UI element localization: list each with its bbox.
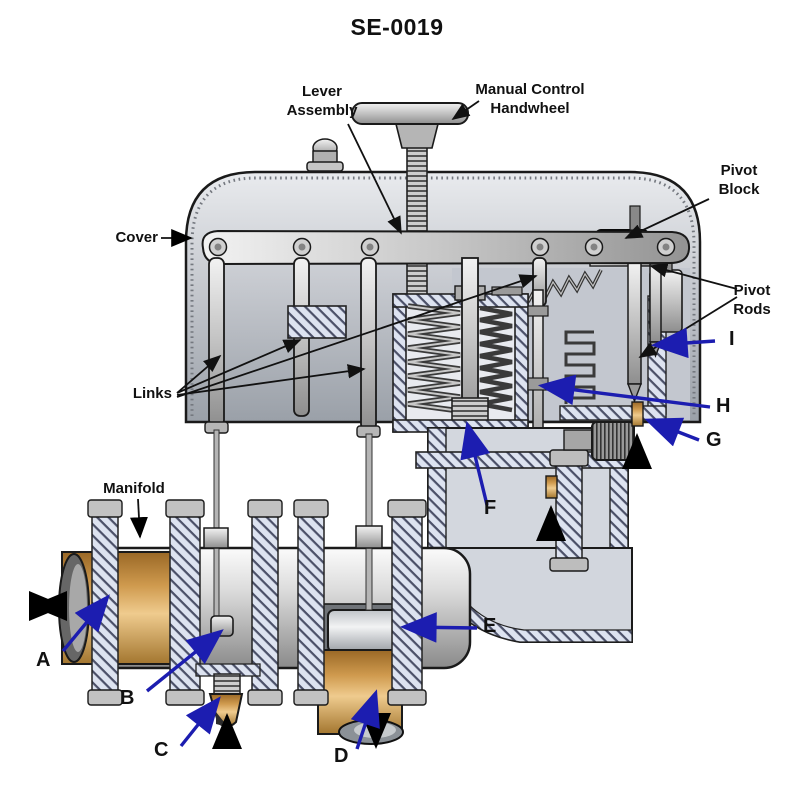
lever-bar [201, 229, 691, 266]
bellows-fins [564, 330, 596, 404]
callout-i: I [729, 328, 735, 350]
label-pivot-rods: Pivot Rods [733, 282, 771, 318]
label-manual-control-handwheel: Manual Control Handwheel [475, 81, 585, 117]
label-pivot-block: Pivot Block [718, 162, 760, 198]
leader-manifold [129, 498, 148, 539]
flange-stack [87, 499, 427, 706]
pivot-rod-left [627, 261, 642, 385]
label-cover: Cover [115, 229, 158, 246]
leader-links-3 [176, 364, 366, 396]
callout-b: B [120, 687, 135, 709]
leader-lines [129, 100, 738, 539]
callout-arrow-d [350, 689, 380, 750]
callout-arrow-h [537, 374, 711, 409]
label-links: Links [132, 385, 172, 402]
inner-spring [479, 305, 513, 413]
label-manifold: Manifold [103, 480, 165, 497]
pivot-rod-right [649, 263, 662, 343]
label-lever-assembly: Lever Assembly [286, 83, 358, 119]
adjust-knob [591, 421, 635, 461]
leader-pivot-block [624, 198, 710, 239]
diagram-title: SE-0019 [350, 14, 444, 40]
callout-g: G [706, 429, 722, 451]
link-rod [360, 257, 377, 431]
callout-arrow-g [644, 417, 700, 447]
valve-stems [203, 429, 383, 637]
vent-pin [631, 401, 644, 427]
leader-links-4 [176, 274, 538, 398]
callout-arrow-e [399, 612, 478, 643]
callout-arrow-a [61, 594, 110, 653]
lever-assembly [201, 229, 691, 266]
callout-d: D [334, 745, 349, 767]
callout-e: E [483, 615, 497, 637]
callout-arrows [61, 327, 716, 750]
plug-threads [213, 673, 241, 697]
manifold-group [58, 499, 472, 745]
callout-arrow-c [179, 696, 221, 748]
callout-c: C [154, 739, 169, 761]
stippled-edge [190, 176, 696, 416]
leader-links-2 [176, 339, 302, 394]
leader-pivot-rods-1 [649, 263, 738, 290]
callout-arrow-f [460, 421, 491, 506]
stem-right [365, 433, 373, 611]
callout-arrow-b [145, 629, 224, 693]
leader-handwheel [451, 100, 480, 121]
stem-collar [210, 615, 234, 637]
callout-h: H [716, 395, 731, 417]
link-rod [208, 257, 225, 427]
side-flange [555, 463, 583, 561]
pilot-port-pin [545, 475, 558, 499]
bonnet-body [415, 401, 644, 643]
callout-f: F [484, 497, 497, 519]
stem-left [213, 429, 220, 623]
callout-arrow-i [650, 327, 716, 359]
callout-a: A [36, 649, 51, 671]
cover-bolt [306, 138, 344, 172]
leader-links-1 [176, 354, 222, 394]
leader-lever-assembly [347, 123, 402, 235]
